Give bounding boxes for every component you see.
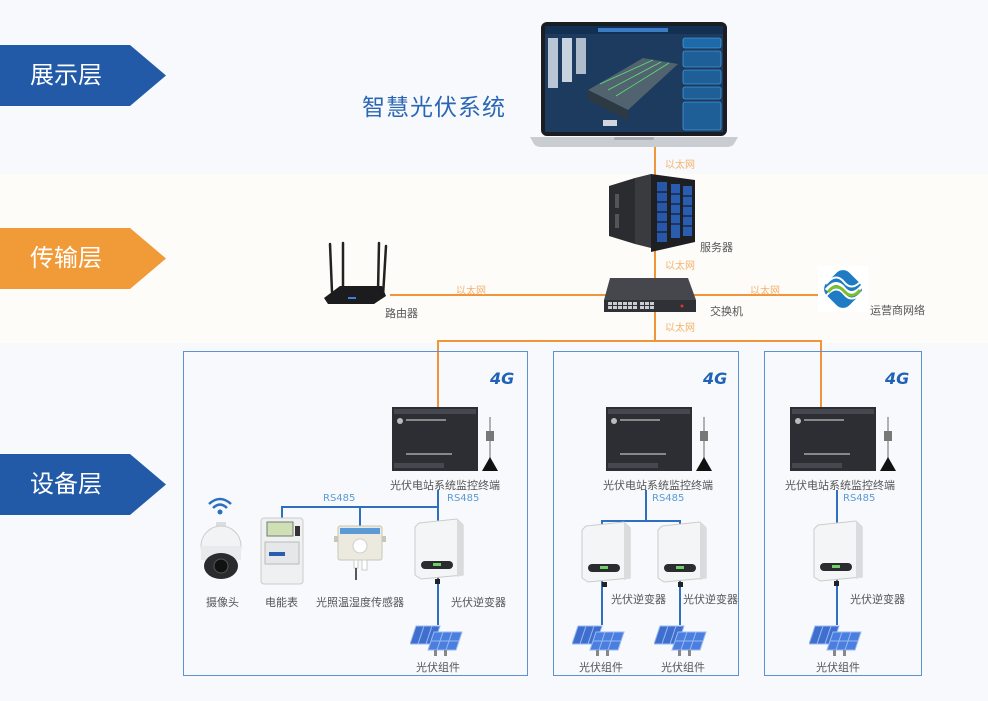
energy-meter-label: 电能表 <box>265 596 298 609</box>
pv-module-label: 光伏组件 <box>579 661 623 674</box>
energy-meter-icon <box>260 517 304 585</box>
laptop-icon <box>530 22 738 147</box>
monitoring-terminal-icon <box>606 407 712 471</box>
ethernet-line-terminal-3 <box>820 340 822 410</box>
rs485-label: RS485 <box>652 493 685 504</box>
server-icon <box>609 174 695 252</box>
pv-module-label: 光伏组件 <box>816 661 860 674</box>
switch-icon <box>604 278 696 312</box>
display-layer-band <box>0 0 988 174</box>
monitoring-terminal-icon <box>790 407 896 471</box>
device-group-1 <box>183 351 528 676</box>
ethernet-line-terminal-1 <box>437 340 439 410</box>
switch-label: 交换机 <box>710 305 743 318</box>
inverter-icon <box>813 520 863 586</box>
4g-badge-icon: 4G <box>885 369 910 388</box>
pv-panel-icon <box>809 625 862 656</box>
server-label: 服务器 <box>700 241 733 254</box>
pv-panel-icon <box>410 625 463 656</box>
4g-badge-icon: 4G <box>490 369 515 388</box>
terminal-label: 光伏电站系统监控终端 <box>603 479 713 492</box>
camera-label: 摄像头 <box>206 596 239 609</box>
monitoring-terminal-icon <box>392 407 498 471</box>
ethernet-label-laptop-server: 以太网 <box>665 160 695 171</box>
ethernet-label-router-switch: 以太网 <box>456 286 486 297</box>
pv-module-label: 光伏组件 <box>661 661 705 674</box>
ethernet-label-server-switch: 以太网 <box>665 261 695 272</box>
ethernet-label-switch-terminals: 以太网 <box>665 323 695 334</box>
terminal-label: 光伏电站系统监控终端 <box>785 479 895 492</box>
layer-tag-device: 设备层 <box>0 454 166 515</box>
inverter-icon <box>657 521 707 587</box>
rs485-line-meter <box>281 506 283 518</box>
rs485-line-trunk-2 <box>645 490 647 522</box>
layer-tag-transmission: 传输层 <box>0 228 166 289</box>
carrier-network-icon <box>818 266 868 312</box>
rs485-label: RS485 <box>323 493 356 504</box>
inverter-label: 光伏逆变器 <box>683 593 738 606</box>
terminal-label: 光伏电站系统监控终端 <box>390 479 500 492</box>
4g-badge-icon: 4G <box>703 369 728 388</box>
camera-icon <box>200 522 242 579</box>
ethernet-line-branch <box>437 340 822 342</box>
inverter-label: 光伏逆变器 <box>451 596 506 609</box>
inverter-label: 光伏逆变器 <box>850 593 905 606</box>
router-label: 路由器 <box>385 307 418 320</box>
sensor-label: 光照温湿度传感器 <box>316 596 404 609</box>
device-group-2 <box>553 351 739 676</box>
system-title: 智慧光伏系统 <box>362 95 506 121</box>
rs485-line-bus-2 <box>601 520 681 522</box>
carrier-network-label: 运营商网络 <box>870 304 925 317</box>
wifi-icon <box>208 497 232 515</box>
light-temp-humidity-sensor-icon <box>334 525 386 580</box>
rs485-label: RS485 <box>447 493 480 504</box>
inverter-icon <box>414 518 464 584</box>
pv-panel-icon <box>572 625 625 656</box>
device-group-3 <box>764 351 922 676</box>
rs485-label: RS485 <box>843 493 876 504</box>
pv-panel-icon <box>654 625 707 656</box>
router-icon <box>324 241 388 304</box>
pv-module-label: 光伏组件 <box>416 661 460 674</box>
inverter-label: 光伏逆变器 <box>611 593 666 606</box>
rs485-line-sensor <box>359 506 361 526</box>
inverter-icon <box>581 521 631 587</box>
layer-tag-display: 展示层 <box>0 45 166 106</box>
ethernet-label-switch-carrier: 以太网 <box>750 286 780 297</box>
